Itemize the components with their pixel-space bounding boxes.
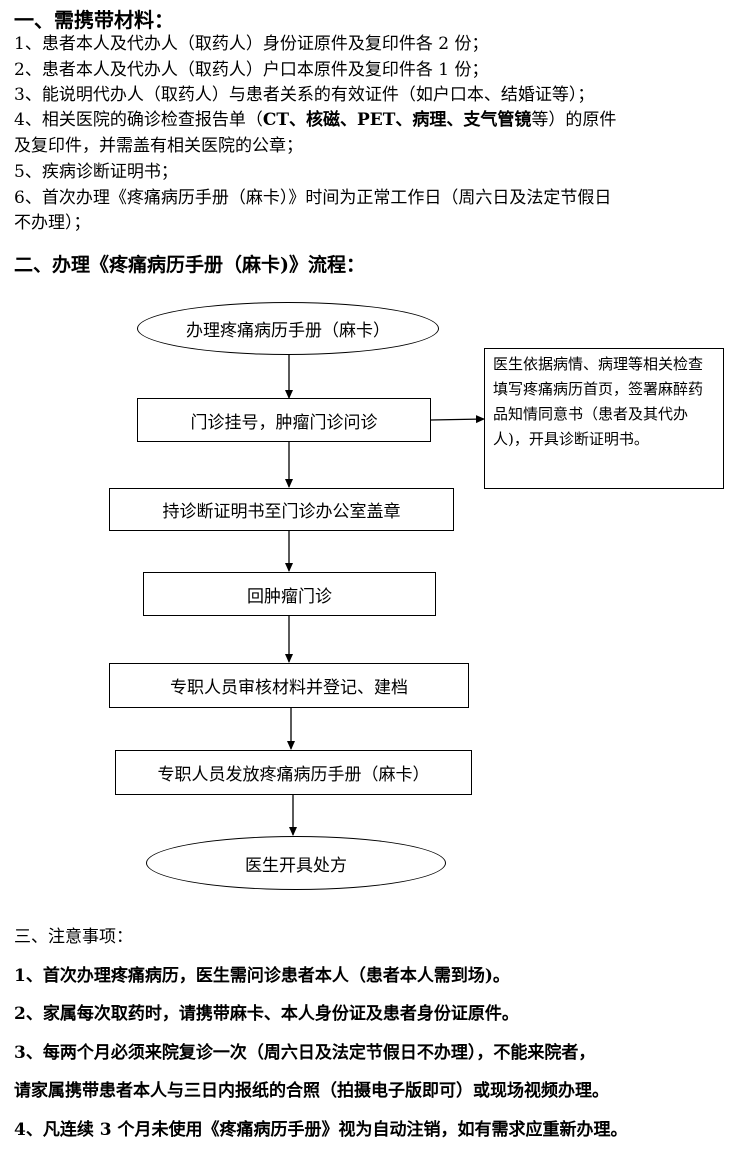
requirement-item-1: 1、患者本人及代办人（取药人）身份证原件及复印件各 2 份；: [14, 34, 489, 54]
requirement-item-3: 3、能说明代办人（取药人）与患者关系的有效证件（如户口本、结婚证等）；: [14, 85, 595, 105]
flow-step-return: 回肿瘤门诊: [143, 572, 436, 616]
requirement-item-2: 2、患者本人及代办人（取药人）户口本原件及复印件各 1 份；: [14, 60, 489, 80]
requirement-item-4: 4、相关医院的确诊检查报告单（CT、核磁、PET、病理、支气管镜等）的原件: [14, 107, 616, 133]
notice-item-3-cont: 请家属携带患者本人与三日内报纸的合照（拍摄电子版即可）或现场视频办理。: [14, 1081, 609, 1101]
requirement-item-4-cont: 及复印件，并需盖有相关医院的公章；: [14, 136, 303, 156]
flow-step-issue-card: 专职人员发放疼痛病历手册（麻卡）: [115, 750, 472, 795]
flow-start-oval: 办理疼痛病历手册（麻卡）: [137, 302, 439, 355]
requirement-item-4-part2: 等）的原件: [531, 110, 617, 130]
arrow-step1-to-note: [430, 415, 485, 424]
requirement-item-6-cont: 不办理）；: [14, 213, 91, 233]
notice-item-4: 4、凡连续 3 个月未使用《疼痛病历手册》视为自动注销，如有需求应重新办理。: [14, 1120, 628, 1140]
section1-title: 一、需携带材料：: [14, 8, 174, 32]
flow-step-stamp: 持诊断证明书至门诊办公室盖章: [109, 488, 454, 531]
requirement-item-6: 6、首次办理《疼痛病历手册（麻卡）》时间为正常工作日（周六日及法定节假日: [14, 188, 612, 208]
notice-item-1: 1、首次办理疼痛病历，医生需问诊患者本人（患者本人需到场)。: [14, 966, 510, 986]
section2-title: 二、办理《疼痛病历手册（麻卡)》流程：: [14, 254, 365, 276]
flow-step-registration: 门诊挂号，肿瘤门诊问诊: [137, 398, 431, 442]
requirement-item-4-part1: 4、相关医院的确诊检查报告单（: [14, 110, 263, 130]
requirement-item-5: 5、疾病诊断证明书；: [14, 162, 178, 182]
flow-end-oval: 医生开具处方: [146, 836, 446, 890]
requirement-item-4-bold: CT、核磁、PET、病理、支气管镜: [262, 110, 532, 130]
notice-item-2: 2、家属每次取药时，请携带麻卡、本人身份证及患者身份证原件。: [14, 1004, 519, 1024]
flow-note-doctor: 医生依据病情、病理等相关检查填写疼痛病历首页，签署麻醉药品知情同意书（患者及其代…: [484, 348, 724, 489]
flow-step-review: 专职人员审核材料并登记、建档: [109, 663, 469, 708]
section3-title: 三、注意事项：: [14, 927, 133, 947]
notice-item-3: 3、每两个月必须来院复诊一次（周六日及法定节假日不办理），不能来院者，: [14, 1043, 596, 1063]
